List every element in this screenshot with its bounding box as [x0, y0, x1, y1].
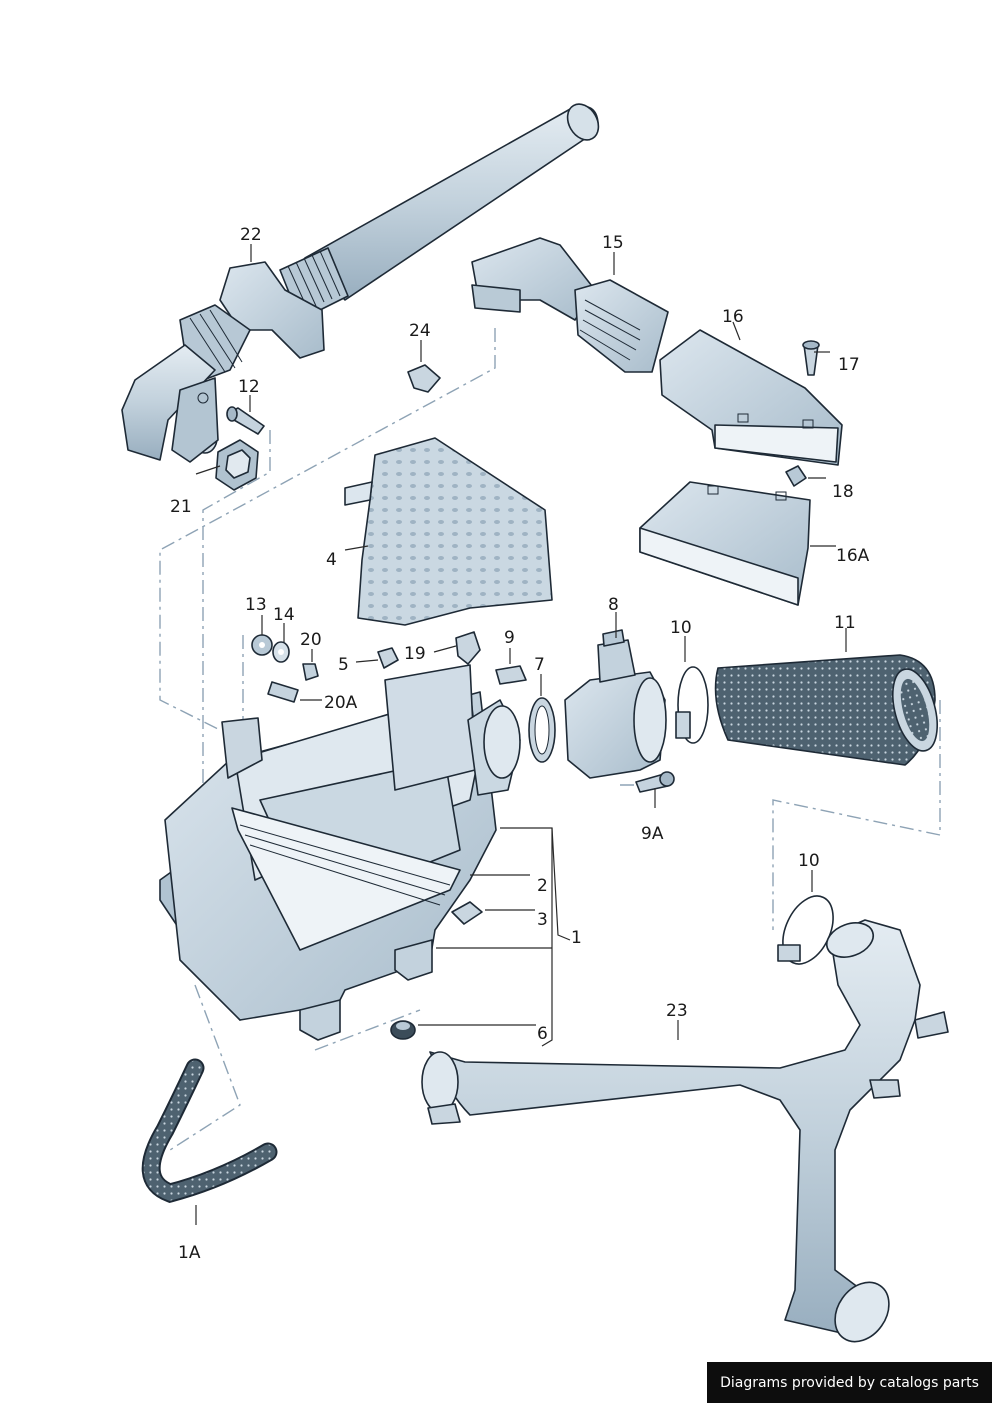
- hose-clamp-10-upper: [675, 666, 709, 744]
- clip-9: [495, 665, 527, 685]
- callout-20A: 20A: [324, 693, 358, 713]
- callout-16: 16: [722, 307, 744, 327]
- callout-7: 7: [534, 655, 545, 675]
- callout-12: 12: [238, 377, 260, 397]
- air-duct-15: [471, 237, 669, 373]
- callout-9: 9: [504, 628, 515, 648]
- callout-19: 19: [404, 644, 426, 664]
- callout-2: 2: [537, 876, 548, 896]
- callout-18: 18: [832, 482, 854, 502]
- credit-badge: Diagrams provided by catalogs parts: [707, 1362, 992, 1403]
- clip-nut-18: [785, 465, 807, 487]
- clip-24: [407, 364, 441, 393]
- leader-lines: [195, 244, 847, 1225]
- grommet-19: [455, 631, 481, 665]
- intake-pipe-22: [121, 103, 600, 463]
- callout-6: 6: [537, 1024, 548, 1044]
- drain-hose-1A: [141, 1058, 278, 1203]
- callout-labels: 22 15 24 16 17 12 21 18 4 16A 13 14 20 8…: [170, 225, 870, 1263]
- air-duct-16A: [639, 481, 811, 606]
- rubber-seal-21: [215, 439, 259, 491]
- callout-24: 24: [409, 321, 431, 341]
- callout-9A: 9A: [641, 824, 664, 844]
- seal-ring-7: [528, 697, 556, 763]
- callout-5: 5: [338, 655, 349, 675]
- callout-3: 3: [537, 910, 548, 930]
- callout-10-lower: 10: [798, 851, 820, 871]
- bolt-20A: [267, 681, 299, 703]
- rubber-mount-6: [390, 1020, 416, 1040]
- air-mass-meter-8: [564, 629, 667, 779]
- hose-clamp-10-lower: [777, 895, 834, 965]
- callout-21: 21: [170, 497, 192, 517]
- callout-17: 17: [838, 355, 860, 375]
- air-filter-housing-1: [159, 664, 521, 1041]
- credit-text: Diagrams provided by catalogs parts: [720, 1374, 979, 1391]
- screw-17: [802, 340, 820, 376]
- intake-hose-11: [714, 654, 938, 766]
- screw-9A: [635, 771, 675, 793]
- callout-11: 11: [834, 613, 856, 633]
- air-duct-16: [659, 329, 843, 466]
- callout-13: 13: [245, 595, 267, 615]
- assembly-guide-lines: [159, 328, 941, 1151]
- air-box-cover-4: [344, 437, 553, 626]
- callout-1A: 1A: [178, 1243, 201, 1263]
- bolt-12: [226, 406, 265, 435]
- callout-15: 15: [602, 233, 624, 253]
- callout-22: 22: [240, 225, 262, 245]
- clip-5: [377, 647, 399, 669]
- callout-14: 14: [273, 605, 295, 625]
- callout-23: 23: [666, 1001, 688, 1021]
- callout-16A: 16A: [836, 546, 870, 566]
- small-fasteners: [251, 631, 527, 703]
- y-intake-pipe-23: [421, 919, 949, 1343]
- callout-8: 8: [608, 595, 619, 615]
- clip-3: [451, 901, 483, 925]
- callout-1: 1: [571, 928, 582, 948]
- nut-20: [302, 663, 319, 681]
- callout-4: 4: [326, 550, 337, 570]
- callout-10-upper: 10: [670, 618, 692, 638]
- callout-20: 20: [300, 630, 322, 650]
